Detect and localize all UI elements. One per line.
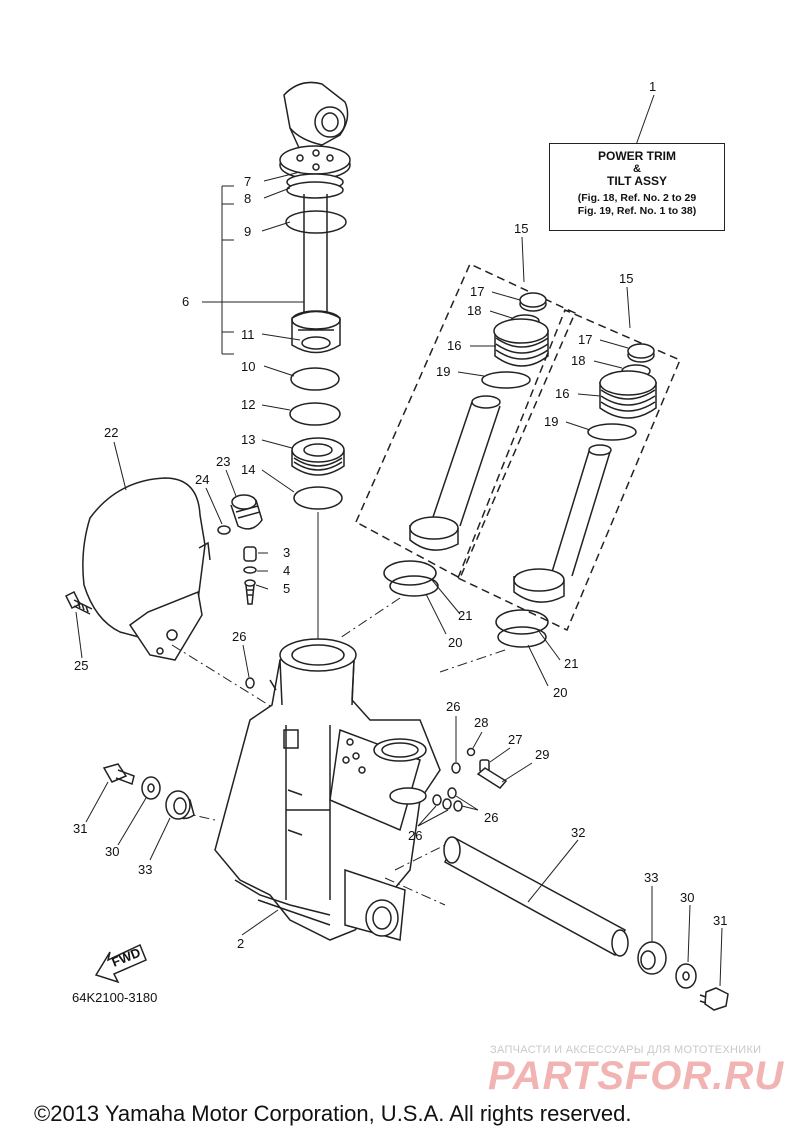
- callout-17-left: 17: [470, 284, 484, 299]
- callout-14: 14: [241, 462, 255, 477]
- callout-9: 9: [244, 224, 251, 239]
- callout-12: 12: [241, 397, 255, 412]
- reservoir-22: [82, 477, 211, 661]
- callout-6: 6: [182, 294, 189, 309]
- callout-5: 5: [283, 581, 290, 596]
- o-rings-26-lower: [432, 787, 463, 812]
- bolt-31-right: [699, 987, 729, 1011]
- backup-ring-21-left: [383, 560, 437, 586]
- copyright-notice: ©2013 Yamaha Motor Corporation, U.S.A. A…: [34, 1101, 632, 1126]
- callout-31-left: 31: [73, 821, 87, 836]
- callout-29: 29: [535, 747, 549, 762]
- callout-15-left: 15: [514, 221, 528, 236]
- fwd-arrow-icon: FWD: [94, 943, 147, 984]
- washer-30-right: [675, 963, 697, 989]
- callout-10: 10: [241, 359, 255, 374]
- callout-23: 23: [216, 454, 230, 469]
- callout-19-right: 19: [544, 414, 558, 429]
- callout-24: 24: [195, 472, 209, 487]
- o-ring-20-left: [389, 575, 439, 597]
- callout-26-upper: 26: [232, 629, 246, 644]
- callout-13: 13: [241, 432, 255, 447]
- callout-28: 28: [474, 715, 488, 730]
- filter-23: [230, 494, 263, 530]
- pin-27-29: [476, 759, 508, 789]
- callout-18-left: 18: [467, 303, 481, 318]
- bolt-25: [64, 590, 93, 615]
- callout-30-right: 30: [680, 890, 694, 905]
- callout-20-right: 20: [553, 685, 567, 700]
- valve-parts-3-5: [243, 546, 257, 605]
- leader-lines: [75, 94, 723, 987]
- callout-7: 7: [244, 174, 251, 189]
- bushing-33-right: [637, 941, 667, 975]
- box-ref-1: (Fig. 18, Ref. No. 2 to 29: [577, 192, 697, 204]
- box-line-2: &: [633, 163, 641, 175]
- callout-15-right: 15: [619, 271, 633, 286]
- o-ring-14: [293, 486, 343, 510]
- o-ring-26-mid: [451, 762, 461, 774]
- diagram-code: 64K2100-3180: [72, 990, 158, 1005]
- callout-25: 25: [74, 658, 88, 673]
- callout-27: 27: [508, 732, 522, 747]
- callout-32: 32: [571, 825, 585, 840]
- cylinder-cap-13: [291, 437, 345, 476]
- callout-26-lower-right: 26: [484, 810, 498, 825]
- shaft-32: [443, 836, 629, 957]
- callout-18-right: 18: [571, 353, 585, 368]
- callout-1: 1: [649, 79, 656, 94]
- cylinder-housing-2: [214, 638, 441, 941]
- assembly-reference-box: POWER TRIM & TILT ASSY (Fig. 18, Ref. No…: [549, 143, 725, 231]
- callout-8: 8: [244, 191, 251, 206]
- callout-numbers: 1 2 3 4 5 6 7 8 9 10 11 12 13 14 15 15 1…: [73, 79, 727, 951]
- washer-30-left: [141, 776, 161, 800]
- callout-21-right: 21: [564, 656, 578, 671]
- callout-3: 3: [283, 545, 290, 560]
- callout-2: 2: [237, 936, 244, 951]
- tilt-rod-assembly: [279, 81, 351, 354]
- o-ring-24: [217, 525, 231, 535]
- box-line-3: TILT ASSY: [607, 174, 667, 188]
- o-ring-20-right: [497, 626, 547, 648]
- callout-33-right: 33: [644, 870, 658, 885]
- watermark-tagline: ЗАПЧАСТИ И АКСЕССУАРЫ ДЛЯ МОТОТЕХНИКИ: [490, 1044, 762, 1056]
- trim-cylinder-group-left: [355, 262, 576, 580]
- callout-19-left: 19: [436, 364, 450, 379]
- callout-26-lower-left: 26: [408, 828, 422, 843]
- o-ring-10: [290, 367, 340, 391]
- backup-ring-12: [289, 402, 341, 426]
- callout-16-right: 16: [555, 386, 569, 401]
- callout-22: 22: [104, 425, 118, 440]
- callout-16-left: 16: [447, 338, 461, 353]
- callout-17-right: 17: [578, 332, 592, 347]
- callout-20-left: 20: [448, 635, 462, 650]
- callout-26-mid: 26: [446, 699, 460, 714]
- callout-4: 4: [283, 563, 290, 578]
- trim-cylinder-group-right: [457, 309, 681, 632]
- ball-28: [466, 747, 476, 757]
- callout-11: 11: [241, 327, 255, 342]
- backup-ring-21-right: [495, 609, 549, 635]
- bolt-31-left: [102, 763, 135, 785]
- bushing-33-left: [165, 790, 195, 820]
- watermark-brand: PARTSFOR.RU: [488, 1054, 785, 1098]
- o-ring-26-upper: [245, 677, 255, 689]
- box-ref-2: Fig. 19, Ref. No. 1 to 38): [577, 205, 697, 217]
- box-line-1: POWER TRIM: [598, 149, 676, 163]
- callout-30-left: 30: [105, 844, 119, 859]
- callout-31-right: 31: [713, 913, 727, 928]
- callout-21-left: 21: [458, 608, 472, 623]
- callout-33-left: 33: [138, 862, 152, 877]
